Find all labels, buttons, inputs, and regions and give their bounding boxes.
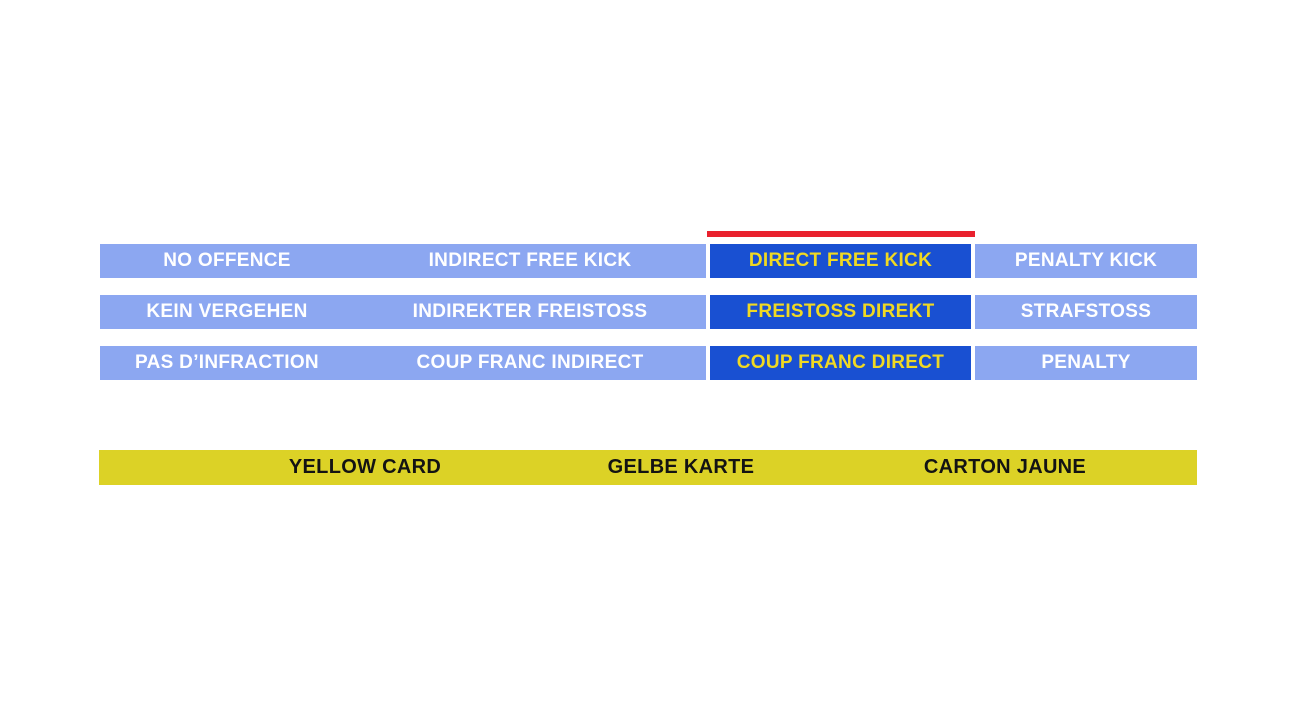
options-row-french: PAS D’INFRACTION COUP FRANC INDIRECT COU… (100, 346, 1197, 380)
option-indirect-free-kick-en[interactable]: INDIRECT FREE KICK (354, 244, 706, 278)
option-penalty-kick-fr[interactable]: PENALTY (975, 346, 1197, 380)
option-direct-free-kick-de-selected[interactable]: FREISTOSS DIREKT (710, 295, 971, 329)
options-row-german: KEIN VERGEHEN INDIREKTER FREISTOSS FREIS… (100, 295, 1197, 329)
option-penalty-kick-en[interactable]: PENALTY KICK (975, 244, 1197, 278)
yellow-card-label-french: CARTON JAUNE (923, 456, 1087, 478)
selected-answer-indicator (707, 231, 975, 237)
option-no-offence-de[interactable]: KEIN VERGEHEN (100, 295, 354, 329)
option-no-offence-en[interactable]: NO OFFENCE (100, 244, 354, 278)
option-indirect-free-kick-de[interactable]: INDIREKTER FREISTOSS (354, 295, 706, 329)
option-direct-free-kick-en-selected[interactable]: DIRECT FREE KICK (710, 244, 971, 278)
yellow-card-label-english: YELLOW CARD (288, 456, 442, 478)
option-indirect-free-kick-fr[interactable]: COUP FRANC INDIRECT (354, 346, 706, 380)
option-penalty-kick-de[interactable]: STRAFSTOSS (975, 295, 1197, 329)
yellow-card-label-german: GELBE KARTE (607, 456, 755, 478)
yellow-card-sanction-bar[interactable]: YELLOW CARD GELBE KARTE CARTON JAUNE (99, 450, 1197, 485)
option-direct-free-kick-fr-selected[interactable]: COUP FRANC DIRECT (710, 346, 971, 380)
options-row-english: NO OFFENCE INDIRECT FREE KICK DIRECT FRE… (100, 244, 1197, 278)
option-no-offence-fr[interactable]: PAS D’INFRACTION (100, 346, 354, 380)
